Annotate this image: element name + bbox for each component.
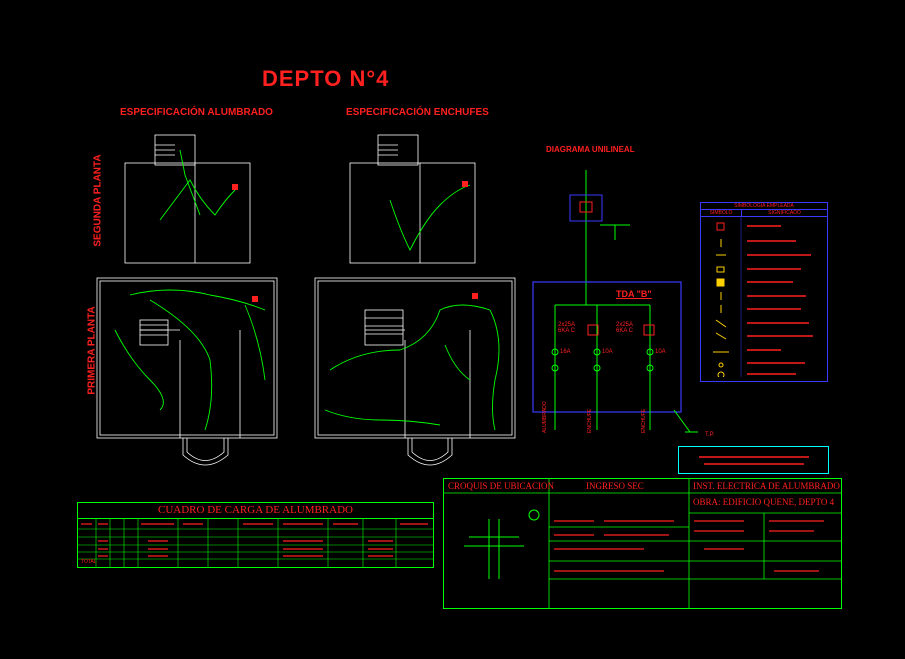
spec-lighting-title: ESPECIFICACIÓN ALUMBRADO bbox=[120, 107, 273, 118]
plan-wall bbox=[124, 162, 251, 264]
load-table-title: CUADRO DE CARGA DE ALUMBRADO bbox=[78, 503, 433, 519]
legend-box: SIMBOLOGÍA EMPLEADA SIMBOLO SIGNIFICADO bbox=[700, 202, 828, 382]
plan-wall bbox=[349, 162, 476, 264]
load-table-total-label: TOTAL bbox=[81, 559, 97, 565]
circuit-label-1: 16A bbox=[560, 349, 571, 355]
tda-frame bbox=[532, 281, 682, 413]
legend-title: SIMBOLOGÍA EMPLEADA bbox=[701, 203, 827, 210]
circuit-name-1: ALUMBRADO bbox=[542, 401, 548, 433]
legend-col-symbol: SIMBOLO bbox=[701, 210, 742, 216]
title-block-sec: INGRESO SEC bbox=[586, 481, 644, 491]
certification-note-box bbox=[678, 446, 829, 474]
spec-outlets-title: ESPECIFICACIÓN ENCHUFES bbox=[346, 107, 489, 118]
tp-label: T.P. bbox=[705, 432, 715, 438]
title-block-grid bbox=[444, 479, 841, 608]
title-block-work: OBRA: EDIFICIO QUENE, DEPTO 4 bbox=[693, 497, 835, 507]
circuit-name-2: ENCHUFE bbox=[587, 408, 593, 433]
circuit-label-2: 10A bbox=[602, 349, 613, 355]
title-block-location: CROQUIS DE UBICACION bbox=[448, 481, 555, 491]
page-title: DEPTO N°4 bbox=[262, 66, 390, 91]
title-block: CROQUIS DE UBICACION INGRESO SEC INST. E… bbox=[443, 478, 842, 609]
load-table-grid bbox=[78, 519, 433, 568]
legend-symbols bbox=[713, 217, 813, 379]
tda-label: TDA "B" bbox=[616, 289, 652, 299]
plan-wall bbox=[314, 277, 516, 439]
circuit-name-3: ENCHUFE bbox=[641, 408, 647, 433]
legend-col-meaning: SIGNIFICADO bbox=[768, 210, 801, 216]
circuit-label-3: 10A bbox=[655, 349, 666, 355]
breaker-right-label: 2x25A 6KA C bbox=[616, 322, 634, 334]
single-line-title: DIAGRAMA UNILINEAL bbox=[546, 145, 635, 154]
load-table: CUADRO DE CARGA DE ALUMBRADO bbox=[77, 502, 434, 568]
breaker-left-label: 2x25A 6KA C bbox=[558, 322, 576, 334]
title-block-project: INST. ELECTRICA DE ALUMBRADO bbox=[693, 481, 840, 491]
